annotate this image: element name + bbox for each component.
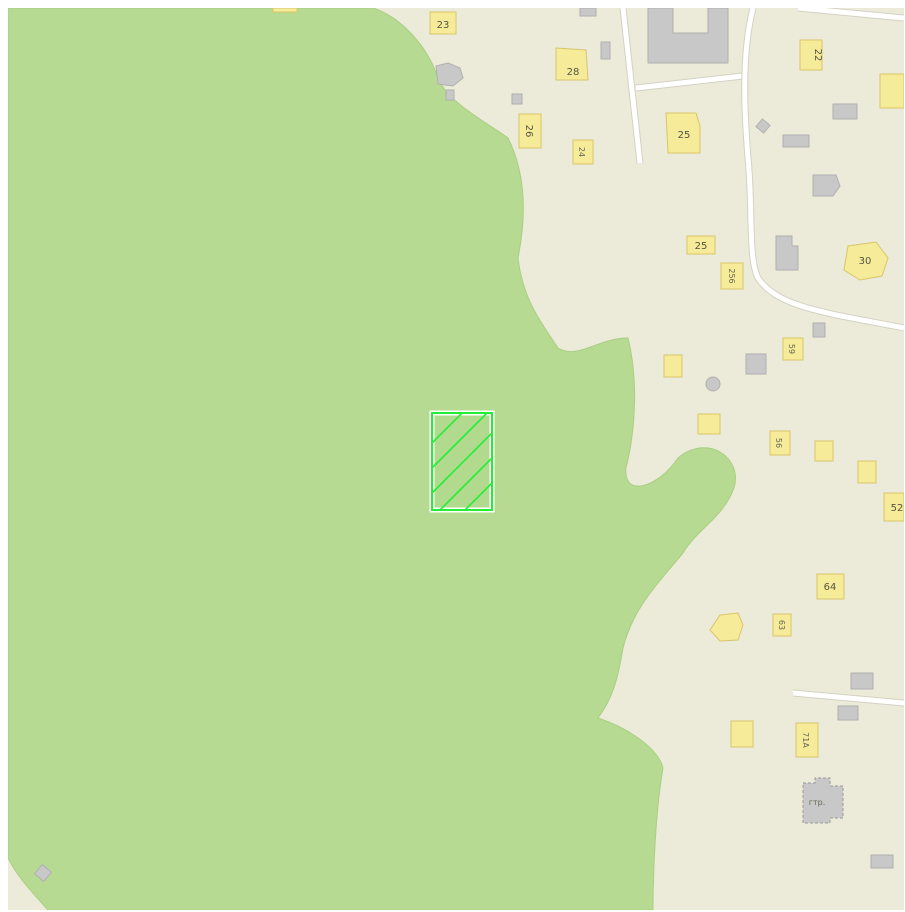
- house-number-labels: 23 28 22 26 24 25 25 256 30 59 56 52 64 …: [437, 20, 904, 807]
- house-number: 25: [678, 130, 691, 141]
- house-number: 24: [577, 147, 586, 157]
- roads: [619, 8, 904, 707]
- building-label: гтр.: [809, 798, 825, 807]
- building-corner: [33, 863, 53, 883]
- map-canvas[interactable]: 23 28 22 26 24 25 25 256 30 59 56 52 64 …: [8, 8, 904, 910]
- hatched-parcel-selection-icon[interactable]: [429, 410, 495, 518]
- house-number: 256: [727, 268, 736, 283]
- house-number: 56: [774, 438, 783, 448]
- gray-buildings: [435, 8, 894, 869]
- house-number: 30: [859, 256, 872, 267]
- house-number: 59: [787, 344, 796, 354]
- house-number: 28: [567, 67, 580, 78]
- house-number: 64: [824, 582, 837, 593]
- residential-buildings: [429, 11, 904, 758]
- forest-area[interactable]: [8, 8, 736, 910]
- house-number: 22: [812, 49, 823, 62]
- house-number: 26: [523, 125, 534, 138]
- house-number: 52: [891, 503, 904, 514]
- house-number: 71A: [801, 732, 810, 748]
- house-number: 25: [695, 241, 708, 252]
- house-number: 63: [777, 620, 786, 630]
- map-view[interactable]: 23 28 22 26 24 25 25 256 30 59 56 52 64 …: [8, 8, 904, 910]
- building-top-edge: [272, 8, 298, 13]
- house-number: 23: [437, 20, 450, 31]
